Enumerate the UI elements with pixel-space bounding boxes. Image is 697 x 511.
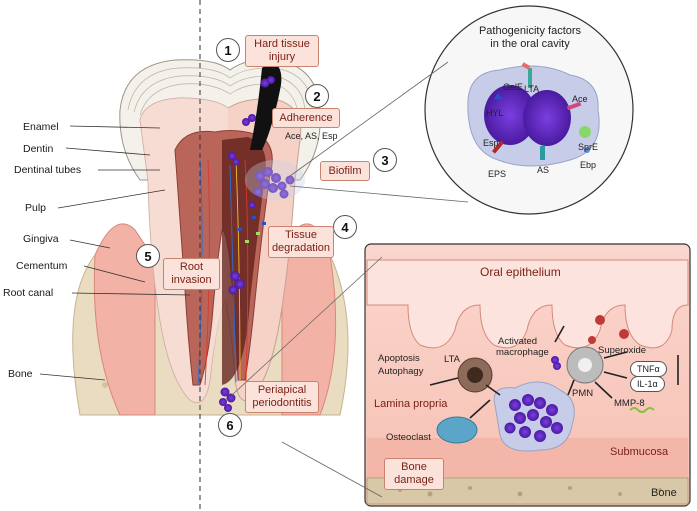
factor-hyl: HYL <box>486 108 504 118</box>
inset-arrows <box>429 325 679 419</box>
label-bone: Bone <box>8 368 33 380</box>
step-2-label: Adherence <box>272 108 340 128</box>
label-pulp: Pulp <box>25 202 47 214</box>
step-4-label: Tissue degradation <box>268 226 334 258</box>
inset-autophagy: Autophagy <box>378 366 424 377</box>
gingiva-tissue <box>93 223 156 416</box>
inset-il1a: IL-1α <box>630 376 665 392</box>
inset-lta: LTA <box>444 354 461 365</box>
step-6-label: Periapical periodontitis <box>245 381 319 413</box>
inset-macrophage: macrophage <box>496 347 549 358</box>
inset-tnfa: TNFα <box>630 361 667 377</box>
factor-as: AS <box>537 165 550 175</box>
factor-lta: LTA <box>524 84 540 94</box>
pathogenicity-title-line2: in the oral cavity <box>490 38 570 50</box>
inset-osteoclast: Osteoclast <box>386 432 431 443</box>
step-4-number: 4 <box>333 215 357 239</box>
step-3-number: 3 <box>373 148 397 172</box>
enterococcus-cell <box>484 85 536 145</box>
step-3-label: Biofilm <box>320 161 370 181</box>
pathogenicity-title-line1: Pathogenicity factors <box>478 25 582 37</box>
inset-pmn: PMN <box>572 388 594 399</box>
step-2-detail: Ace, AS, Esp <box>285 131 338 141</box>
factor-esp: Esp <box>483 138 499 148</box>
bacteria-clusters <box>219 76 295 412</box>
label-root-canal: Root canal <box>3 287 54 299</box>
inset-submucosa: Submucosa <box>610 446 669 458</box>
inset-superoxide: Superoxide <box>598 345 647 356</box>
inset-bone: Bone <box>651 487 677 499</box>
inset-bone-pores <box>398 486 662 497</box>
enamel-lines <box>127 67 313 119</box>
factor-ace: Ace <box>572 94 588 104</box>
inset-bone-damage: Bone damage <box>384 458 444 490</box>
enterococcus-cell-2 <box>523 90 571 146</box>
inset-activated: Activated <box>498 336 538 347</box>
label-gingiva: Gingiva <box>23 233 59 245</box>
label-dentinal-tubes: Dentinal tubes <box>14 164 82 176</box>
step-1-label: Hard tissue injury <box>245 35 319 67</box>
label-cementum: Cementum <box>16 260 68 272</box>
step-6-number: 6 <box>218 413 242 437</box>
step-5-number: 5 <box>136 244 160 268</box>
inset-mmp8: MMP-8 <box>614 398 645 409</box>
step-5-label: Root invasion <box>163 258 220 290</box>
label-enamel: Enamel <box>23 121 59 133</box>
oral-epithelium-layer <box>366 259 689 349</box>
factor-gele: GelE <box>503 82 524 92</box>
label-dentin: Dentin <box>23 143 54 155</box>
factor-spre: SprE <box>578 142 599 152</box>
step-2-number: 2 <box>305 84 329 108</box>
inset-apoptosis: Apoptosis <box>378 353 420 364</box>
inset-oral-epithelium: Oral epithelium <box>480 265 561 279</box>
inset-lamina-propria: Lamina propria <box>374 398 448 410</box>
factor-ebp: Ebp <box>580 160 597 170</box>
inset-bacteria <box>504 356 563 442</box>
factor-eps: EPS <box>488 169 507 179</box>
leader-lines <box>39 125 191 381</box>
step-1-number: 1 <box>216 38 240 62</box>
